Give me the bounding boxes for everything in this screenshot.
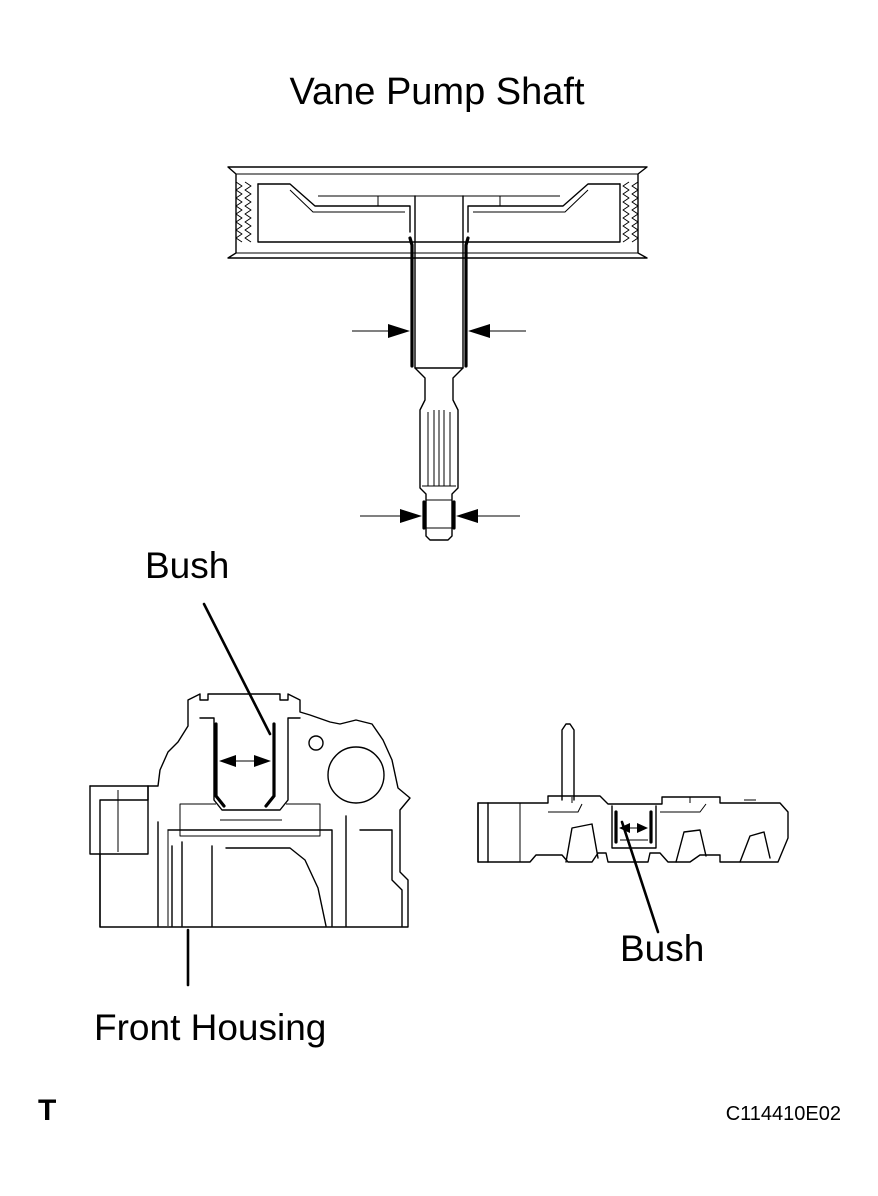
bush-label-right: Bush [620, 928, 704, 969]
front-housing-drawing [89, 693, 411, 928]
diagram-title: Vane Pump Shaft [289, 71, 584, 113]
bush-left-leader-line [202, 602, 272, 736]
corner-mark: T [38, 1094, 56, 1127]
vane-pump-shaft-drawing [227, 166, 648, 541]
figure-code: C114410E02 [726, 1103, 841, 1125]
front-housing-label: Front Housing [94, 1007, 326, 1048]
rear-housing-drawing [477, 723, 789, 863]
bush-label-left: Bush [145, 545, 229, 586]
bush-right-leader-line [620, 820, 660, 934]
